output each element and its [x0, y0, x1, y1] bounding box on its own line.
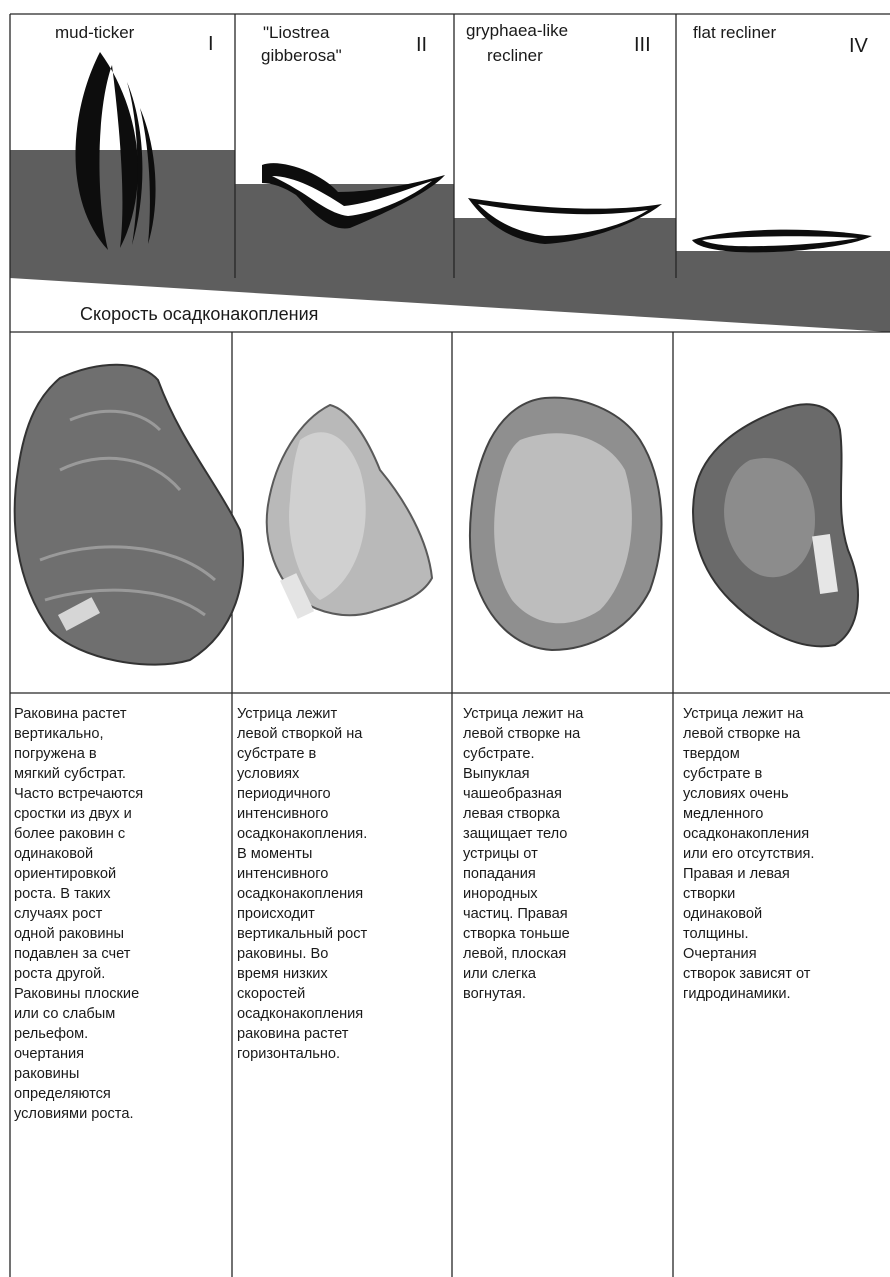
sedimentation-rate-label: Скорость осадконакопления	[80, 304, 318, 324]
column-2-description: Устрица лежит левой створкой на субстрат…	[237, 704, 445, 1064]
flat-recliner-shell	[692, 230, 872, 253]
column-3-title: gryphaea-like recliner	[466, 21, 573, 65]
fossil-specimen-3	[470, 398, 661, 650]
column-4-title: flat recliner	[693, 23, 776, 42]
fossil-specimen-4	[693, 404, 858, 646]
fossil-specimen-2	[267, 405, 432, 619]
sediment-block-4	[676, 251, 890, 332]
column-1-description: Раковина растет вертикально, погружена в…	[14, 704, 224, 1124]
column-2-numeral: II	[416, 34, 427, 56]
column-1-title: mud-ticker	[55, 23, 135, 42]
column-1-numeral: I	[208, 33, 214, 55]
column-3-numeral: III	[634, 34, 651, 56]
column-4-description: Устрица лежит на левой створке на твердо…	[683, 704, 883, 1004]
fossil-specimen-1	[15, 365, 243, 665]
specimen-inner-cavity	[494, 433, 632, 623]
column-4-numeral: IV	[849, 35, 869, 57]
column-2-title: "Liostrea gibberosa"	[261, 23, 342, 65]
column-3-description: Устрица лежит на левой створке на субстр…	[463, 704, 668, 1004]
specimen-outline	[15, 365, 243, 665]
